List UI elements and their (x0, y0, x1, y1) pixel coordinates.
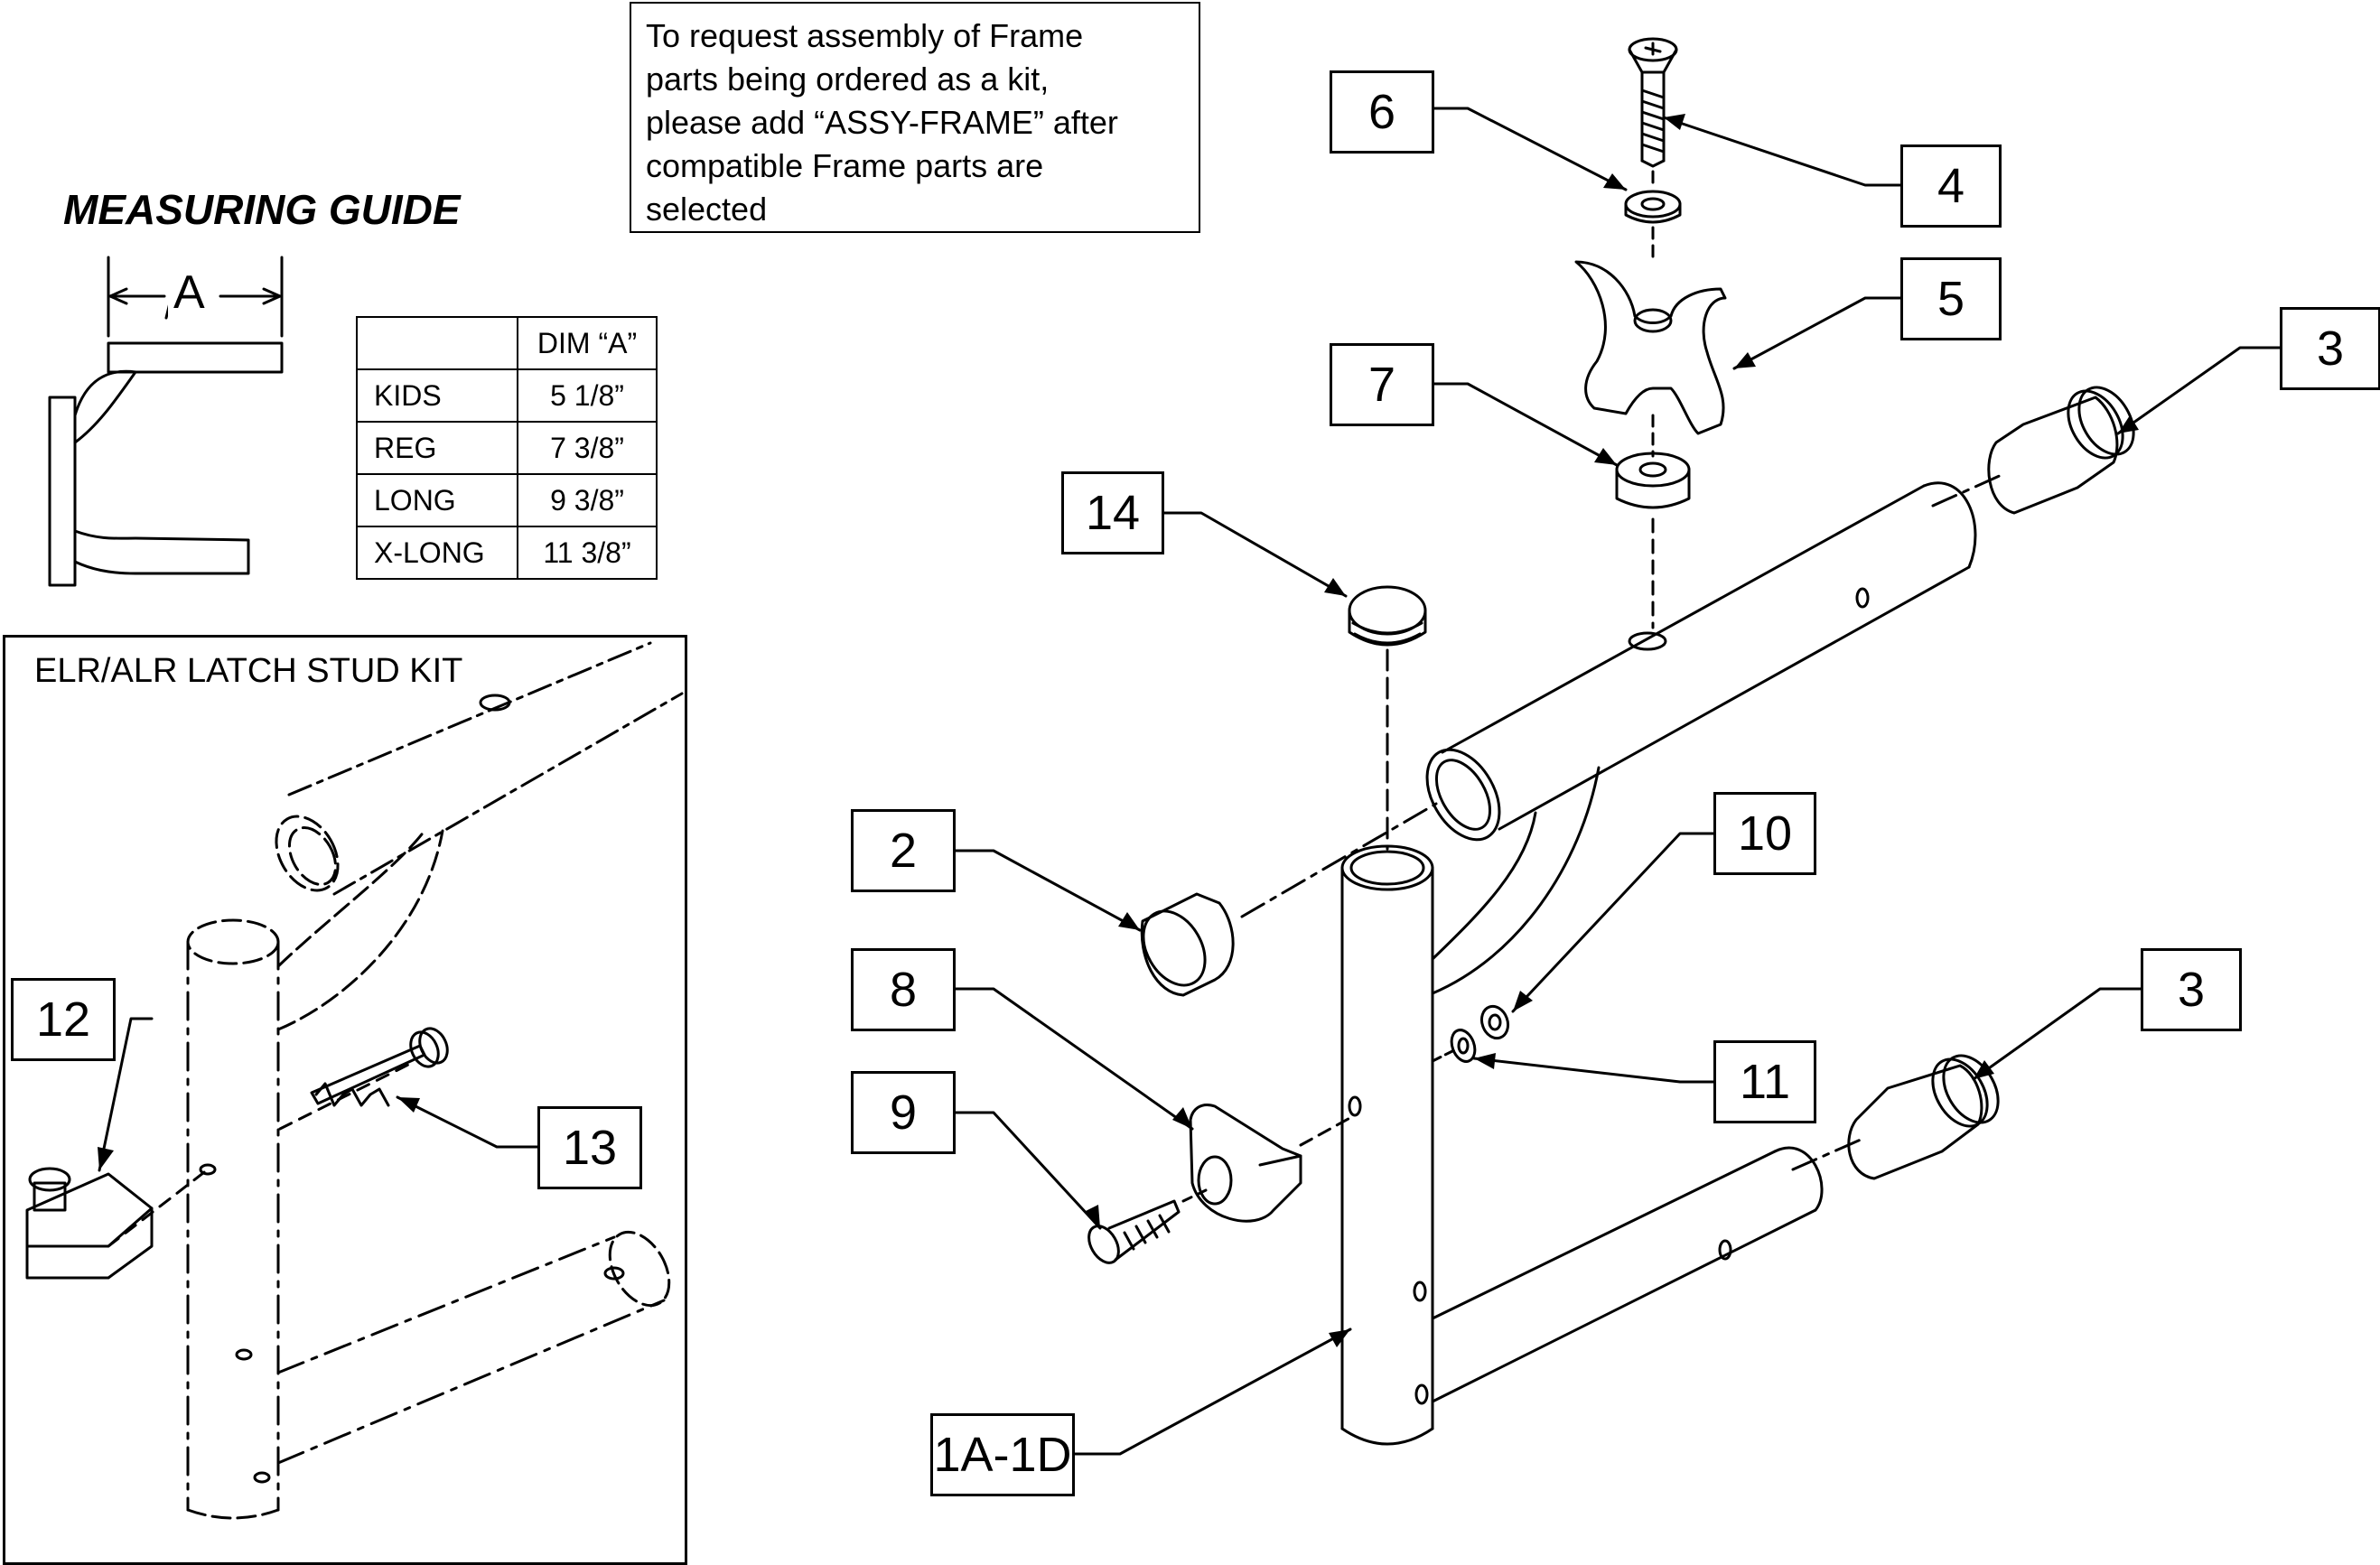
table-cell: 7 3/8” (517, 421, 658, 475)
callout-6: 6 (1330, 70, 1434, 154)
callout-13: 13 (537, 1106, 642, 1189)
callout-7: 7 (1330, 343, 1434, 426)
callout-9: 9 (851, 1071, 956, 1154)
kit-title: ELR/ALR LATCH STUD KIT (34, 652, 463, 690)
kit-inset-drawing (25, 641, 684, 1520)
table-cell: 11 3/8” (517, 526, 658, 580)
table-cell: 5 1/8” (517, 368, 658, 423)
table-row: LONG 9 3/8” (356, 473, 658, 527)
table-cell: REG (356, 421, 518, 475)
callout-4: 4 (1900, 144, 2002, 228)
callout-2: 2 (851, 809, 956, 892)
table-cell: LONG (356, 473, 518, 527)
table-row: X-LONG 11 3/8” (356, 526, 658, 580)
note-line: please add “ASSY-FRAME” after (646, 104, 1118, 141)
kit-inset (3, 635, 687, 1565)
arrowheads (98, 114, 2139, 1347)
note-line: To request assembly of Frame (646, 17, 1084, 54)
callout-3-lower: 3 (2141, 948, 2242, 1031)
callout-3-upper: 3 (2280, 307, 2380, 390)
table-header-cell (356, 316, 518, 370)
callout-8: 8 (851, 948, 956, 1031)
callout-5: 5 (1900, 257, 2002, 340)
assembly-note: To request assembly of Frame parts being… (630, 2, 1200, 233)
measuring-guide-sketch (48, 256, 284, 587)
table-header-row: DIM “A” (356, 316, 658, 370)
callout-1a-1d: 1A-1D (930, 1413, 1075, 1496)
note-line: parts being ordered as a kit, (646, 61, 1050, 98)
table-row: KIDS 5 1/8” (356, 368, 658, 423)
callout-14: 14 (1061, 471, 1164, 554)
note-line: selected (646, 191, 768, 228)
callout-10: 10 (1713, 792, 1816, 875)
dimension-letter: A (168, 265, 210, 320)
table-cell: KIDS (356, 368, 518, 423)
table-cell: 9 3/8” (517, 473, 658, 527)
table-header-cell: DIM “A” (517, 316, 658, 370)
callout-12: 12 (11, 978, 116, 1061)
dimension-table: DIM “A” KIDS 5 1/8” REG 7 3/8” LONG 9 3/… (356, 316, 658, 580)
callout-11: 11 (1713, 1040, 1816, 1123)
main-frame-drawing (1087, 37, 2135, 1446)
table-row: REG 7 3/8” (356, 421, 658, 475)
note-line: compatible Frame parts are (646, 147, 1044, 184)
measuring-guide-title: MEASURING GUIDE (63, 186, 461, 233)
leader-lines (98, 107, 2282, 1456)
table-cell: X-LONG (356, 526, 518, 580)
